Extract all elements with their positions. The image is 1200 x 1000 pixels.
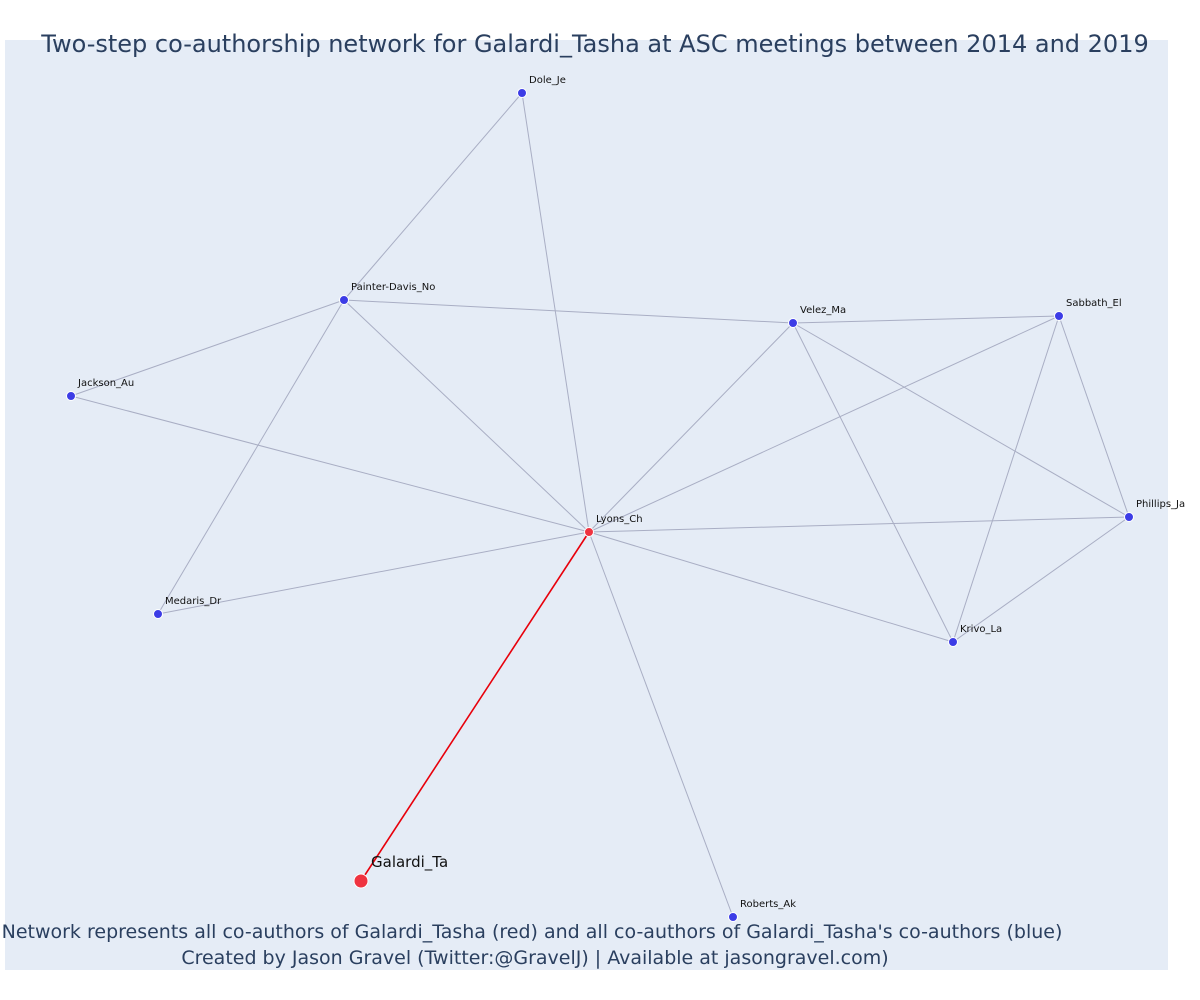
node-label: Galardi_Ta [371,853,448,872]
node-Lyons_Ch[interactable]: Lyons_Ch [584,514,643,537]
node-Roberts_Ak[interactable]: Roberts_Ak [728,899,797,922]
edge-Velez_Ma-Lyons_Ch [588,322,794,533]
node-Painter-Davis_No[interactable]: Painter-Davis_No [339,282,436,305]
node-Galardi_Ta[interactable]: Galardi_Ta [353,853,448,889]
edge-Sabbath_El-Krivo_La [952,315,1060,643]
edge-Painter-Davis_No-Jackson_Au [70,299,345,397]
node-label: Dole_Je [529,75,566,86]
edge-Lyons_Ch-Roberts_Ak [588,531,734,918]
plot-area [5,40,1168,970]
node-Phillips_Ja[interactable]: Phillips_Ja [1124,499,1186,522]
node-marker[interactable] [584,527,594,537]
node-label: Krivo_La [960,624,1002,635]
edge-Lyons_Ch-Medaris_Dr [157,531,590,615]
edge-Lyons_Ch-Krivo_La [588,531,954,643]
edge-Sabbath_El-Phillips_Ja [1058,315,1130,518]
node-label: Painter-Davis_No [351,282,435,293]
node-label: Medaris_Dr [165,596,222,607]
node-marker[interactable] [353,873,369,889]
node-Velez_Ma[interactable]: Velez_Ma [788,305,847,328]
node-Dole_Je[interactable]: Dole_Je [517,75,566,98]
node-marker[interactable] [153,609,163,619]
node-Sabbath_El[interactable]: Sabbath_El [1054,298,1122,321]
edge-Dole_Je-Lyons_Ch [521,92,590,533]
edge-Jackson_Au-Lyons_Ch [70,395,590,533]
node-marker[interactable] [788,318,798,328]
edge-Painter-Davis_No-Medaris_Dr [157,299,345,615]
node-marker[interactable] [66,391,76,401]
node-marker[interactable] [1054,311,1064,321]
node-marker[interactable] [1124,512,1134,522]
node-Krivo_La[interactable]: Krivo_La [948,624,1003,647]
node-label: Roberts_Ak [740,899,796,910]
node-marker[interactable] [948,637,958,647]
edge-Sabbath_El-Lyons_Ch [588,315,1060,533]
node-marker[interactable] [517,88,527,98]
edge-Phillips_Ja-Krivo_La [952,516,1130,643]
edge-Lyons_Ch-Galardi_Ta [360,531,590,882]
caption-line-2: Created by Jason Gravel (Twitter:@Gravel… [181,947,888,969]
edge-Velez_Ma-Krivo_La [792,322,954,643]
node-Jackson_Au[interactable]: Jackson_Au [66,378,135,401]
node-label: Lyons_Ch [596,514,643,525]
node-Medaris_Dr[interactable]: Medaris_Dr [153,596,223,619]
edge-Velez_Ma-Sabbath_El [792,315,1060,324]
edge-Velez_Ma-Phillips_Ja [792,322,1130,518]
edge-Dole_Je-Painter-Davis_No [343,92,523,301]
edge-layer [70,92,1130,918]
node-label: Phillips_Ja [1136,499,1185,510]
caption-line-1: Network represents all co-authors of Gal… [2,921,1063,943]
edge-Painter-Davis_No-Lyons_Ch [343,299,590,533]
node-label: Jackson_Au [77,378,134,389]
edge-Lyons_Ch-Phillips_Ja [588,516,1130,533]
node-label: Velez_Ma [800,305,846,316]
node-label: Sabbath_El [1066,298,1122,309]
chart-title: Two-step co-authorship network for Galar… [40,30,1149,58]
node-marker[interactable] [339,295,349,305]
edge-Painter-Davis_No-Velez_Ma [343,299,794,324]
node-marker[interactable] [728,912,738,922]
